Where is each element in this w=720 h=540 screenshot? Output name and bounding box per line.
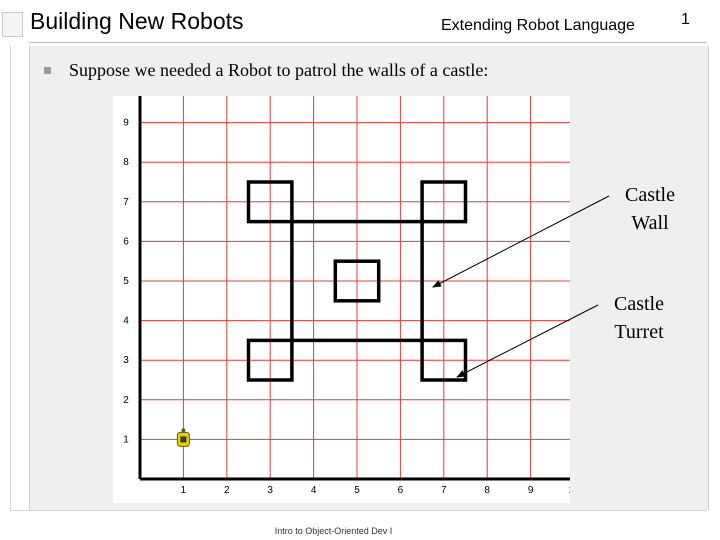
x-tick-label: 7	[441, 485, 447, 496]
y-tick-label: 7	[123, 197, 129, 208]
x-tick-label: 10	[568, 485, 570, 496]
y-tick-label: 4	[123, 316, 129, 327]
y-tick-label: 5	[123, 276, 129, 287]
y-tick-label: 8	[123, 157, 129, 168]
robot-world-image: 1234567891012345678910	[113, 78, 583, 503]
castle-turret	[246, 180, 294, 224]
castle-wall-label: Castle Wall	[625, 184, 675, 234]
x-tick-label: 4	[311, 485, 317, 496]
y-tick-label: 6	[123, 236, 129, 247]
left-rule	[10, 46, 11, 511]
castle-wall	[290, 219, 424, 343]
castle-turret-label: Castle Turret	[614, 293, 664, 343]
bullet-marker	[44, 67, 51, 74]
page-number: 1	[681, 11, 690, 28]
slide-subtitle: Extending Robot Language	[441, 17, 635, 34]
y-tick-label: 1	[123, 434, 129, 445]
bullet-text: Suppose we needed a Robot to patrol the …	[69, 60, 489, 80]
robot-antenna	[181, 428, 186, 433]
castle-turret	[246, 338, 294, 382]
x-tick-label: 5	[354, 485, 360, 496]
robot-face	[180, 436, 187, 443]
header-square	[2, 12, 23, 37]
footer-text: Intro to Object-Oriented Dev I	[274, 526, 393, 536]
castle-center-block	[333, 259, 381, 303]
y-tick-label: 3	[123, 355, 129, 366]
x-tick-label: 8	[484, 485, 490, 496]
slide-title: Building New Robots	[30, 8, 244, 34]
bottom-rule	[10, 510, 707, 511]
x-tick-label: 2	[224, 485, 230, 496]
header-divider	[29, 42, 707, 43]
y-tick-label: 2	[123, 395, 129, 406]
x-tick-label: 6	[398, 485, 404, 496]
robot-world-grid: 1234567891012345678910	[120, 78, 583, 496]
x-tick-label: 9	[528, 485, 534, 496]
x-tick-label: 3	[267, 485, 273, 496]
x-tick-label: 1	[181, 485, 187, 496]
y-tick-label: 9	[123, 118, 129, 129]
